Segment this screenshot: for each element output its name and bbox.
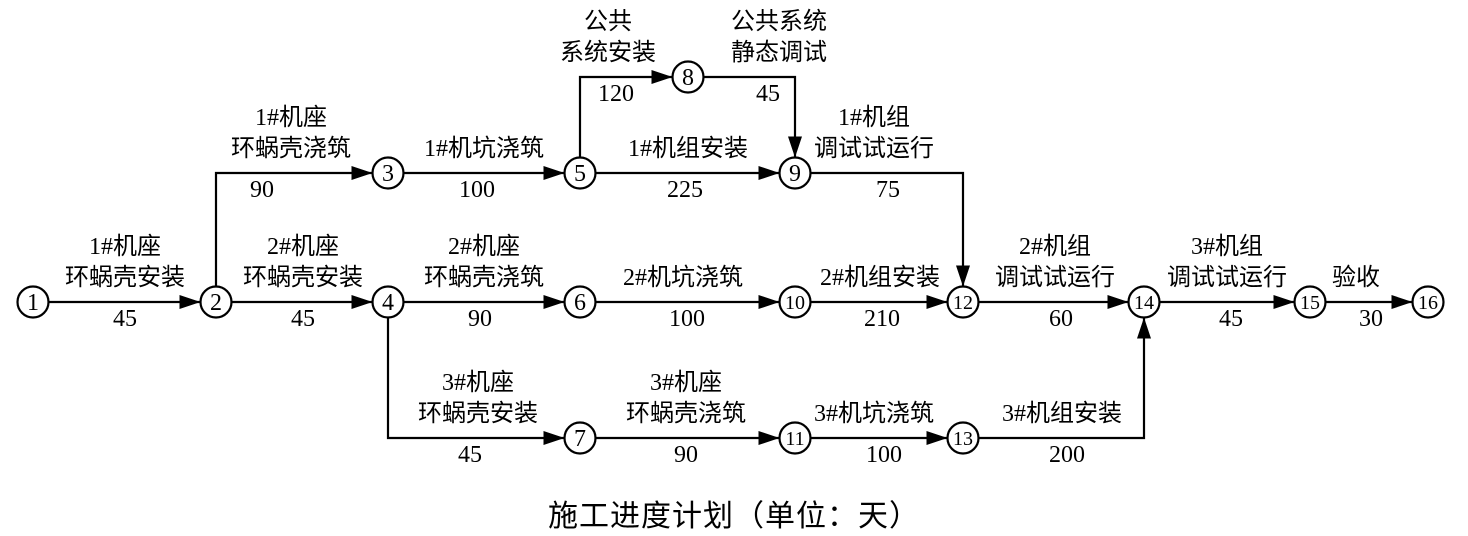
activity-name-5-8: 系统安装 — [560, 39, 656, 66]
activity-duration-9-12: 75 — [876, 177, 900, 203]
activity-name-11-13: 3#机坑浇筑 — [814, 400, 934, 427]
node-label-4: 4 — [382, 290, 394, 316]
node-6: 6 — [563, 285, 597, 319]
node-label-7: 7 — [574, 426, 586, 452]
activity-name-12-14: 调试试运行 — [995, 264, 1115, 291]
node-label-10: 10 — [785, 292, 805, 314]
activity-name-7-11: 环蜗壳浇筑 — [626, 400, 746, 427]
activity-duration-3-5: 100 — [459, 177, 495, 203]
activity-duration-7-11: 90 — [674, 442, 698, 468]
activity-duration-14-15: 45 — [1219, 306, 1243, 332]
node-5: 5 — [563, 156, 597, 190]
node-7: 7 — [563, 421, 597, 455]
edge-15-16: 验收 30 — [1325, 264, 1413, 332]
activity-name-2-3: 环蜗壳浇筑 — [231, 135, 351, 162]
node-label-3: 3 — [382, 161, 394, 187]
activity-name-6-10: 2#机坑浇筑 — [623, 264, 743, 291]
activity-name-1-2: 环蜗壳安装 — [65, 264, 185, 291]
activity-duration-5-8: 120 — [598, 81, 634, 107]
node-14: 14 — [1127, 285, 1161, 319]
activity-name-4-6: 环蜗壳浇筑 — [424, 264, 544, 291]
activity-duration-5-9: 225 — [667, 177, 703, 203]
node-16: 16 — [1411, 285, 1445, 319]
node-12: 12 — [946, 285, 980, 319]
node-3: 3 — [371, 156, 405, 190]
activity-name-14-15: 3#机组 — [1191, 233, 1263, 260]
activity-duration-15-16: 30 — [1359, 306, 1383, 332]
activity-name-7-11: 3#机座 — [650, 369, 722, 396]
activity-name-1-2: 1#机座 — [89, 233, 161, 260]
node-label-16: 16 — [1418, 292, 1438, 314]
node-10: 10 — [778, 285, 812, 319]
node-13: 13 — [946, 421, 980, 455]
node-15: 15 — [1293, 285, 1327, 319]
activity-name-14-15: 调试试运行 — [1167, 264, 1287, 291]
node-label-6: 6 — [574, 290, 586, 316]
activity-name-15-16: 验收 — [1332, 264, 1380, 291]
activity-name-13-14: 3#机组安装 — [1002, 400, 1122, 427]
activity-name-4-7: 环蜗壳安装 — [418, 400, 538, 427]
node-label-8: 8 — [682, 65, 694, 91]
activity-name-8-9: 公共系统 — [731, 8, 827, 35]
activity-name-2-4: 环蜗壳安装 — [243, 264, 363, 291]
edge-13-14: 3#机组安装 200 — [978, 317, 1151, 468]
node-8: 8 — [671, 60, 705, 94]
node-2: 2 — [199, 285, 233, 319]
node-label-14: 14 — [1134, 292, 1154, 314]
activity-name-5-8: 公共 — [584, 8, 632, 35]
activity-name-4-6: 2#机座 — [448, 233, 520, 260]
node-4: 4 — [371, 285, 405, 319]
activity-duration-13-14: 200 — [1049, 442, 1085, 468]
activity-name-4-7: 3#机座 — [442, 369, 514, 396]
activity-name-12-14: 2#机组 — [1019, 233, 1091, 260]
diagram-caption: 施工进度计划（单位：天） — [548, 500, 920, 533]
node-9: 9 — [778, 156, 812, 190]
edge-10-12: 2#机组安装 210 — [810, 264, 948, 332]
activity-name-3-5: 1#机坑浇筑 — [424, 135, 544, 162]
activity-name-9-12: 调试试运行 — [814, 135, 934, 162]
node-label-9: 9 — [789, 161, 801, 187]
activity-duration-10-12: 210 — [864, 306, 900, 332]
activity-duration-8-9: 45 — [756, 81, 780, 107]
node-label-2: 2 — [210, 290, 222, 316]
edge-11-13: 3#机坑浇筑 100 — [810, 400, 948, 468]
activity-name-8-9: 静态调试 — [731, 39, 827, 66]
node-label-12: 12 — [953, 292, 973, 314]
activity-name-5-9: 1#机组安装 — [628, 135, 748, 162]
activity-name-2-4: 2#机座 — [267, 233, 339, 260]
node-label-13: 13 — [953, 428, 973, 450]
node-label-15: 15 — [1300, 292, 1320, 314]
activity-duration-4-6: 90 — [468, 306, 492, 332]
node-label-1: 1 — [27, 290, 39, 316]
activity-name-9-12: 1#机组 — [838, 104, 910, 131]
activity-duration-1-2: 45 — [113, 306, 137, 332]
edge-3-5: 1#机坑浇筑 100 — [403, 135, 565, 203]
activity-duration-11-13: 100 — [866, 442, 902, 468]
activity-name-10-12: 2#机组安装 — [820, 264, 940, 291]
activity-duration-2-3: 90 — [250, 177, 274, 203]
node-1: 1 — [16, 285, 50, 319]
node-label-5: 5 — [574, 161, 586, 187]
edge-5-9: 1#机组安装 225 — [595, 135, 780, 203]
activity-duration-2-4: 45 — [291, 306, 315, 332]
node-label-11: 11 — [785, 428, 804, 450]
activity-duration-6-10: 100 — [669, 306, 705, 332]
activity-name-2-3: 1#机座 — [255, 104, 327, 131]
edge-6-10: 2#机坑浇筑 100 — [595, 264, 780, 332]
activity-duration-12-14: 60 — [1049, 306, 1073, 332]
node-11: 11 — [778, 421, 812, 455]
activity-duration-4-7: 45 — [458, 442, 482, 468]
